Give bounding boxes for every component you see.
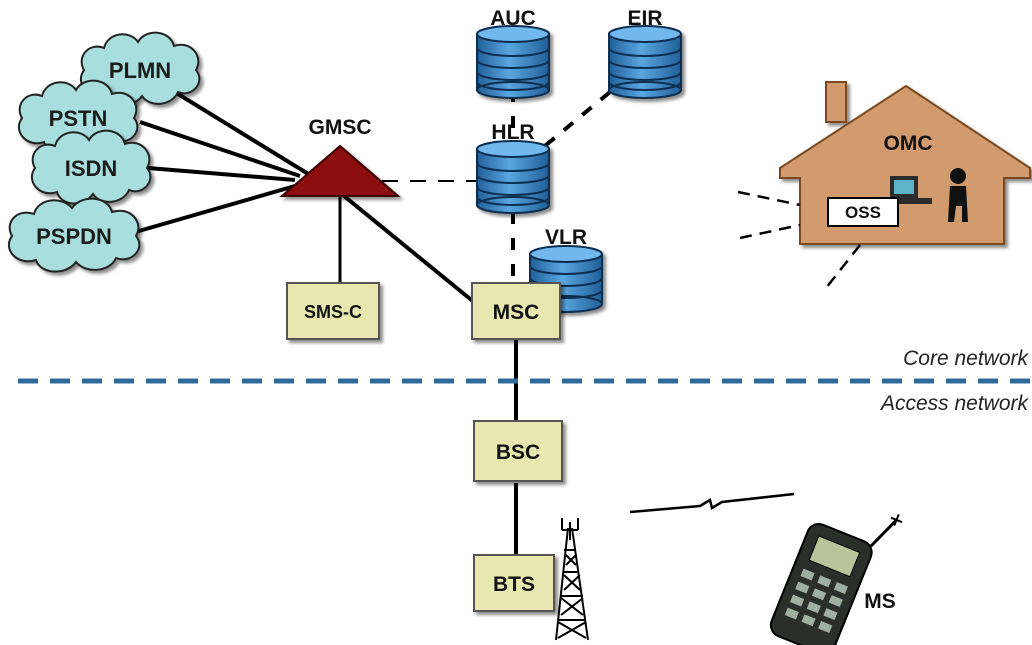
cloud-label-isdn: ISDN: [65, 156, 118, 181]
gmsc-label: GMSC: [309, 116, 372, 139]
cloud-label-plmn: PLMN: [109, 58, 171, 83]
access-network-label: Access network: [879, 392, 1030, 415]
cloud-label-pstn: PSTN: [49, 106, 108, 131]
auc-label: AUC: [490, 7, 536, 30]
eir-label: EIR: [627, 7, 662, 30]
mobile-phone-icon: [769, 513, 903, 645]
connection-lines: [131, 84, 612, 555]
ms-label: MS: [864, 590, 896, 613]
antenna-tower-icon: [555, 518, 589, 641]
omc-label: OMC: [884, 132, 933, 155]
workstation-icon: [878, 168, 968, 222]
link-pstn-gmsc: [139, 120, 301, 178]
vlr-label: VLR: [545, 226, 587, 249]
cloud-isdn: ISDN: [30, 129, 152, 205]
link-isdn-gmsc: [147, 166, 296, 182]
cloud-label-pspdn: PSPDN: [36, 224, 112, 249]
omc-signal-lines: [737, 190, 861, 289]
link-eir-hlr: [538, 90, 612, 152]
radio-link-icon: [629, 492, 795, 514]
box-msc: [471, 282, 561, 340]
database-hlr: [476, 140, 550, 214]
cloud-pspdn: PSPDN: [8, 197, 141, 273]
bsc-label: BSC: [496, 441, 540, 464]
core-network-label: Core network: [903, 347, 1029, 370]
msc-label: MSC: [493, 301, 540, 324]
oss-box: [827, 197, 899, 227]
oss-label: OSS: [845, 203, 881, 222]
hlr-label: HLR: [491, 121, 534, 144]
database-eir: [608, 25, 682, 99]
box-bsc: [473, 420, 563, 482]
database-auc: [476, 25, 550, 99]
box-sms-c: [286, 282, 380, 340]
link-pspdn-gmsc: [131, 184, 296, 235]
link-plmn-gmsc: [163, 84, 312, 177]
box-bts: [473, 554, 555, 612]
gmsc-triangle: [279, 144, 401, 197]
bts-label: BTS: [493, 573, 535, 596]
omc-house: [779, 81, 1031, 245]
sms-c-label: SMS-C: [304, 302, 362, 322]
link-gmsc-msc: [342, 194, 482, 309]
